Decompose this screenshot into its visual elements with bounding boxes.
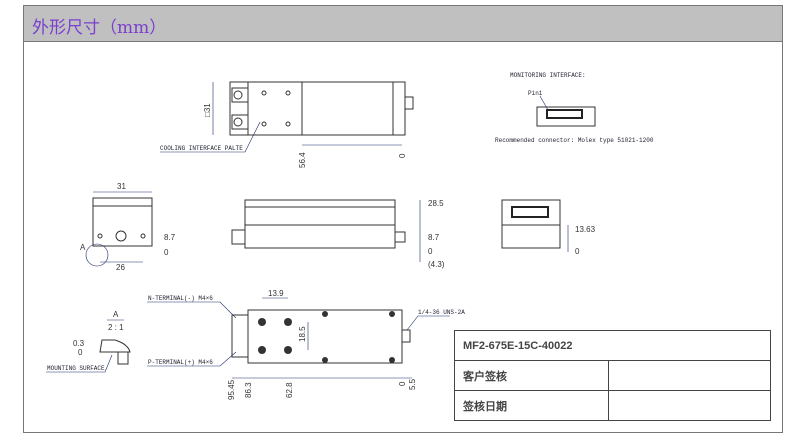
- dim-square: □31: [203, 103, 212, 117]
- dim-26: 26: [116, 263, 125, 272]
- cooling-label: COOLING INTERFACE PALTE: [160, 145, 243, 152]
- side-view: 31 8.7 0 26 A: [80, 182, 176, 272]
- section-title: 外形尺寸（mm）: [32, 18, 167, 38]
- dim-56-4: 56.4: [298, 152, 307, 168]
- p-terminal-label: P-TERMINAL(+) M4×6: [148, 359, 213, 366]
- detail-marker: A: [80, 243, 86, 252]
- dim-4-3: (4.3): [428, 260, 445, 269]
- dim-0-3: 0.3: [73, 339, 85, 348]
- signoff-date-field[interactable]: [608, 390, 771, 421]
- bottom-view: 13.9 18.5 N-TERMINAL(-) M4×6 P-TERMINAL(…: [147, 289, 465, 400]
- dim-95-45: 95.45: [227, 379, 236, 400]
- dim-86-3: 86.3: [244, 382, 253, 398]
- customer-signoff-label: 客户签核: [454, 360, 609, 391]
- detail-scale: 2 : 1: [108, 323, 124, 332]
- pin1-label: Pin1: [528, 90, 543, 97]
- thread-label: 1/4-36 UNS-2A: [418, 309, 465, 316]
- dim-31: 31: [117, 182, 126, 191]
- dim-13-9: 13.9: [268, 289, 284, 298]
- monitoring-interface: MONITORING INTERFACE: Pin1 Recommended c…: [495, 72, 654, 144]
- dim-0: 0: [398, 153, 407, 158]
- dim-28-5: 28.5: [428, 199, 444, 208]
- front-view: 28.5 8.7 0 (4.3): [231, 199, 445, 269]
- dim-13-63: 13.63: [575, 225, 596, 234]
- top-view: □31 56.4 0 COOLING INTERFACE PALTE: [160, 81, 414, 168]
- dim-0: 0: [428, 247, 433, 256]
- signoff-date-label: 签核日期: [454, 390, 609, 421]
- end-view: 13.63 0: [501, 199, 596, 256]
- n-terminal-label: N-TERMINAL(-) M4×6: [148, 295, 213, 302]
- dim-8-7: 8.7: [164, 233, 176, 242]
- connector-note: Recommended connector: Molex type 51021-…: [495, 137, 654, 144]
- approval-table: MF2-675E-15C-40022 客户签核 签核日期: [454, 330, 771, 421]
- dim-0: 0: [575, 247, 580, 256]
- section-header: 外形尺寸（mm）: [24, 6, 782, 42]
- dim-5-5: 5.5: [408, 378, 417, 390]
- drawing-frame: 外形尺寸（mm）: [23, 5, 783, 433]
- dim-0: 0: [164, 248, 169, 257]
- monitoring-title: MONITORING INTERFACE:: [510, 72, 586, 79]
- detail-title: A: [113, 310, 119, 319]
- detail-a: A 2 : 1 0.3 0 MOUNTING SURFACE: [46, 310, 131, 373]
- mounting-surface-label: MOUNTING SURFACE: [47, 365, 105, 372]
- dim-8-7: 8.7: [428, 233, 440, 242]
- dim-62-8: 62.8: [285, 382, 294, 398]
- model-number: MF2-675E-15C-40022: [454, 330, 771, 361]
- dim-18-5: 18.5: [298, 326, 307, 342]
- customer-signoff-field[interactable]: [608, 360, 771, 391]
- dim-0: 0: [78, 348, 83, 357]
- dim-0: 0: [398, 381, 407, 386]
